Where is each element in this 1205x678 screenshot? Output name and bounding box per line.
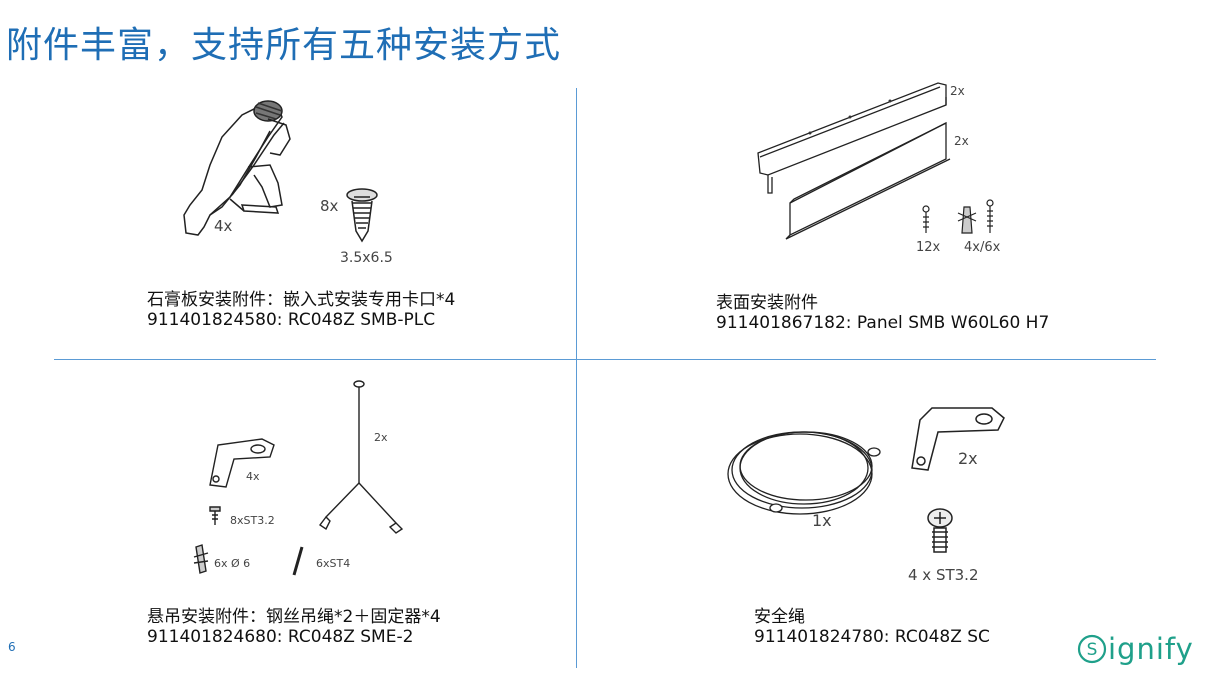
caption-line-2: 911401824680: RC048Z SME-2: [147, 627, 414, 647]
horizontal-divider: [54, 359, 1156, 360]
screw-icon: [927, 508, 953, 553]
rail-top: [757, 82, 947, 176]
page-title: 附件丰富，支持所有五种安装方式: [6, 25, 562, 66]
screw-long-icon: [292, 546, 304, 576]
signify-logo: S ignify: [1076, 632, 1194, 666]
anchor-icon: [957, 199, 994, 234]
panel-drywall-caption: 石膏板安装附件：嵌入式安装专用卡口*4 911401824580: RC048Z…: [147, 290, 455, 330]
panel-safety-illustration: 1x 2x 4 x ST3.2: [722, 390, 1012, 590]
screw-label: 8xST3.2: [230, 514, 275, 527]
panel-surface-caption: 表面安装附件 911401867182: Panel SMB W60L60 H7: [716, 293, 1049, 333]
anchor-label: 6x Ø 6: [214, 557, 250, 570]
clip-body: [183, 104, 283, 236]
screw-size-label: 3.5x6.5: [340, 250, 393, 266]
wire-qty-label: 2x: [374, 431, 388, 444]
caption-line-1: 石膏板安装附件：嵌入式安装专用卡口*4: [147, 290, 456, 310]
panel-safety-caption: 安全绳 911401824780: RC048Z SC: [754, 607, 990, 647]
rail-bottom-qty: 2x: [954, 134, 969, 148]
clip-qty-label: 4x: [214, 217, 233, 235]
screw-icon: [209, 506, 221, 512]
anchor-icon: [195, 544, 207, 574]
caption-line-2: 911401824580: RC048Z SMB-PLC: [147, 310, 436, 330]
screw-label: 4 x ST3.2: [908, 566, 979, 584]
cable-icon: [727, 431, 881, 515]
screw-qty-label: 12x: [916, 240, 941, 255]
rail-top-qty: 2x: [950, 84, 965, 98]
bracket-qty-label: 4x: [246, 470, 260, 483]
svg-text:S: S: [1087, 640, 1098, 660]
panel-drywall-illustration: 4x 8x 3.5x6.5: [170, 95, 410, 270]
screw-icon: [922, 205, 930, 233]
screw-icon: [346, 188, 378, 243]
signify-s-icon: S: [1077, 634, 1107, 664]
panel-suspension-illustration: 4x 8xST3.2 6x Ø 6 6xST4 2x: [190, 375, 430, 590]
bracket-icon: [209, 438, 275, 488]
vertical-divider: [576, 88, 577, 668]
caption-line-2: 911401824780: RC048Z SC: [754, 627, 990, 647]
page-number: 6: [8, 640, 16, 654]
panel-surface-illustration: 2x 2x 12x 4x/6x: [750, 75, 1020, 260]
panel-suspension-caption: 悬吊安装附件：钢丝吊绳*2＋固定器*4 911401824680: RC048Z…: [147, 607, 441, 647]
screw-qty-label: 8x: [320, 197, 339, 215]
bracket-icon: [911, 407, 1005, 471]
screw2-label: 6xST4: [316, 557, 350, 570]
caption-line-1: 表面安装附件: [716, 293, 818, 313]
cable-qty-label: 1x: [812, 511, 832, 530]
caption-line-1: 安全绳: [754, 607, 805, 627]
caption-line-1: 悬吊安装附件：钢丝吊绳*2＋固定器*4: [147, 607, 441, 627]
anchor-qty-label: 4x/6x: [964, 240, 1001, 255]
logo-text: ignify: [1108, 632, 1194, 666]
bracket-qty-label: 2x: [958, 449, 978, 468]
caption-line-2: 911401867182: Panel SMB W60L60 H7: [716, 313, 1050, 333]
rail-bottom: [789, 121, 947, 237]
